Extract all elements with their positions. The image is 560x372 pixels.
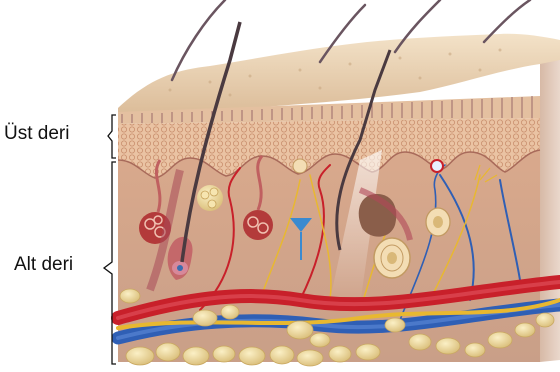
- epidermis-bracket: [108, 115, 116, 158]
- epidermis-label: Üst deri: [4, 124, 69, 143]
- dermis-label: Alt deri: [14, 255, 73, 274]
- meissner-corpuscle: [426, 208, 450, 236]
- sebaceous-gland: [197, 185, 223, 211]
- pacinian-corpuscle: [374, 238, 410, 278]
- layer-brackets: [104, 115, 116, 364]
